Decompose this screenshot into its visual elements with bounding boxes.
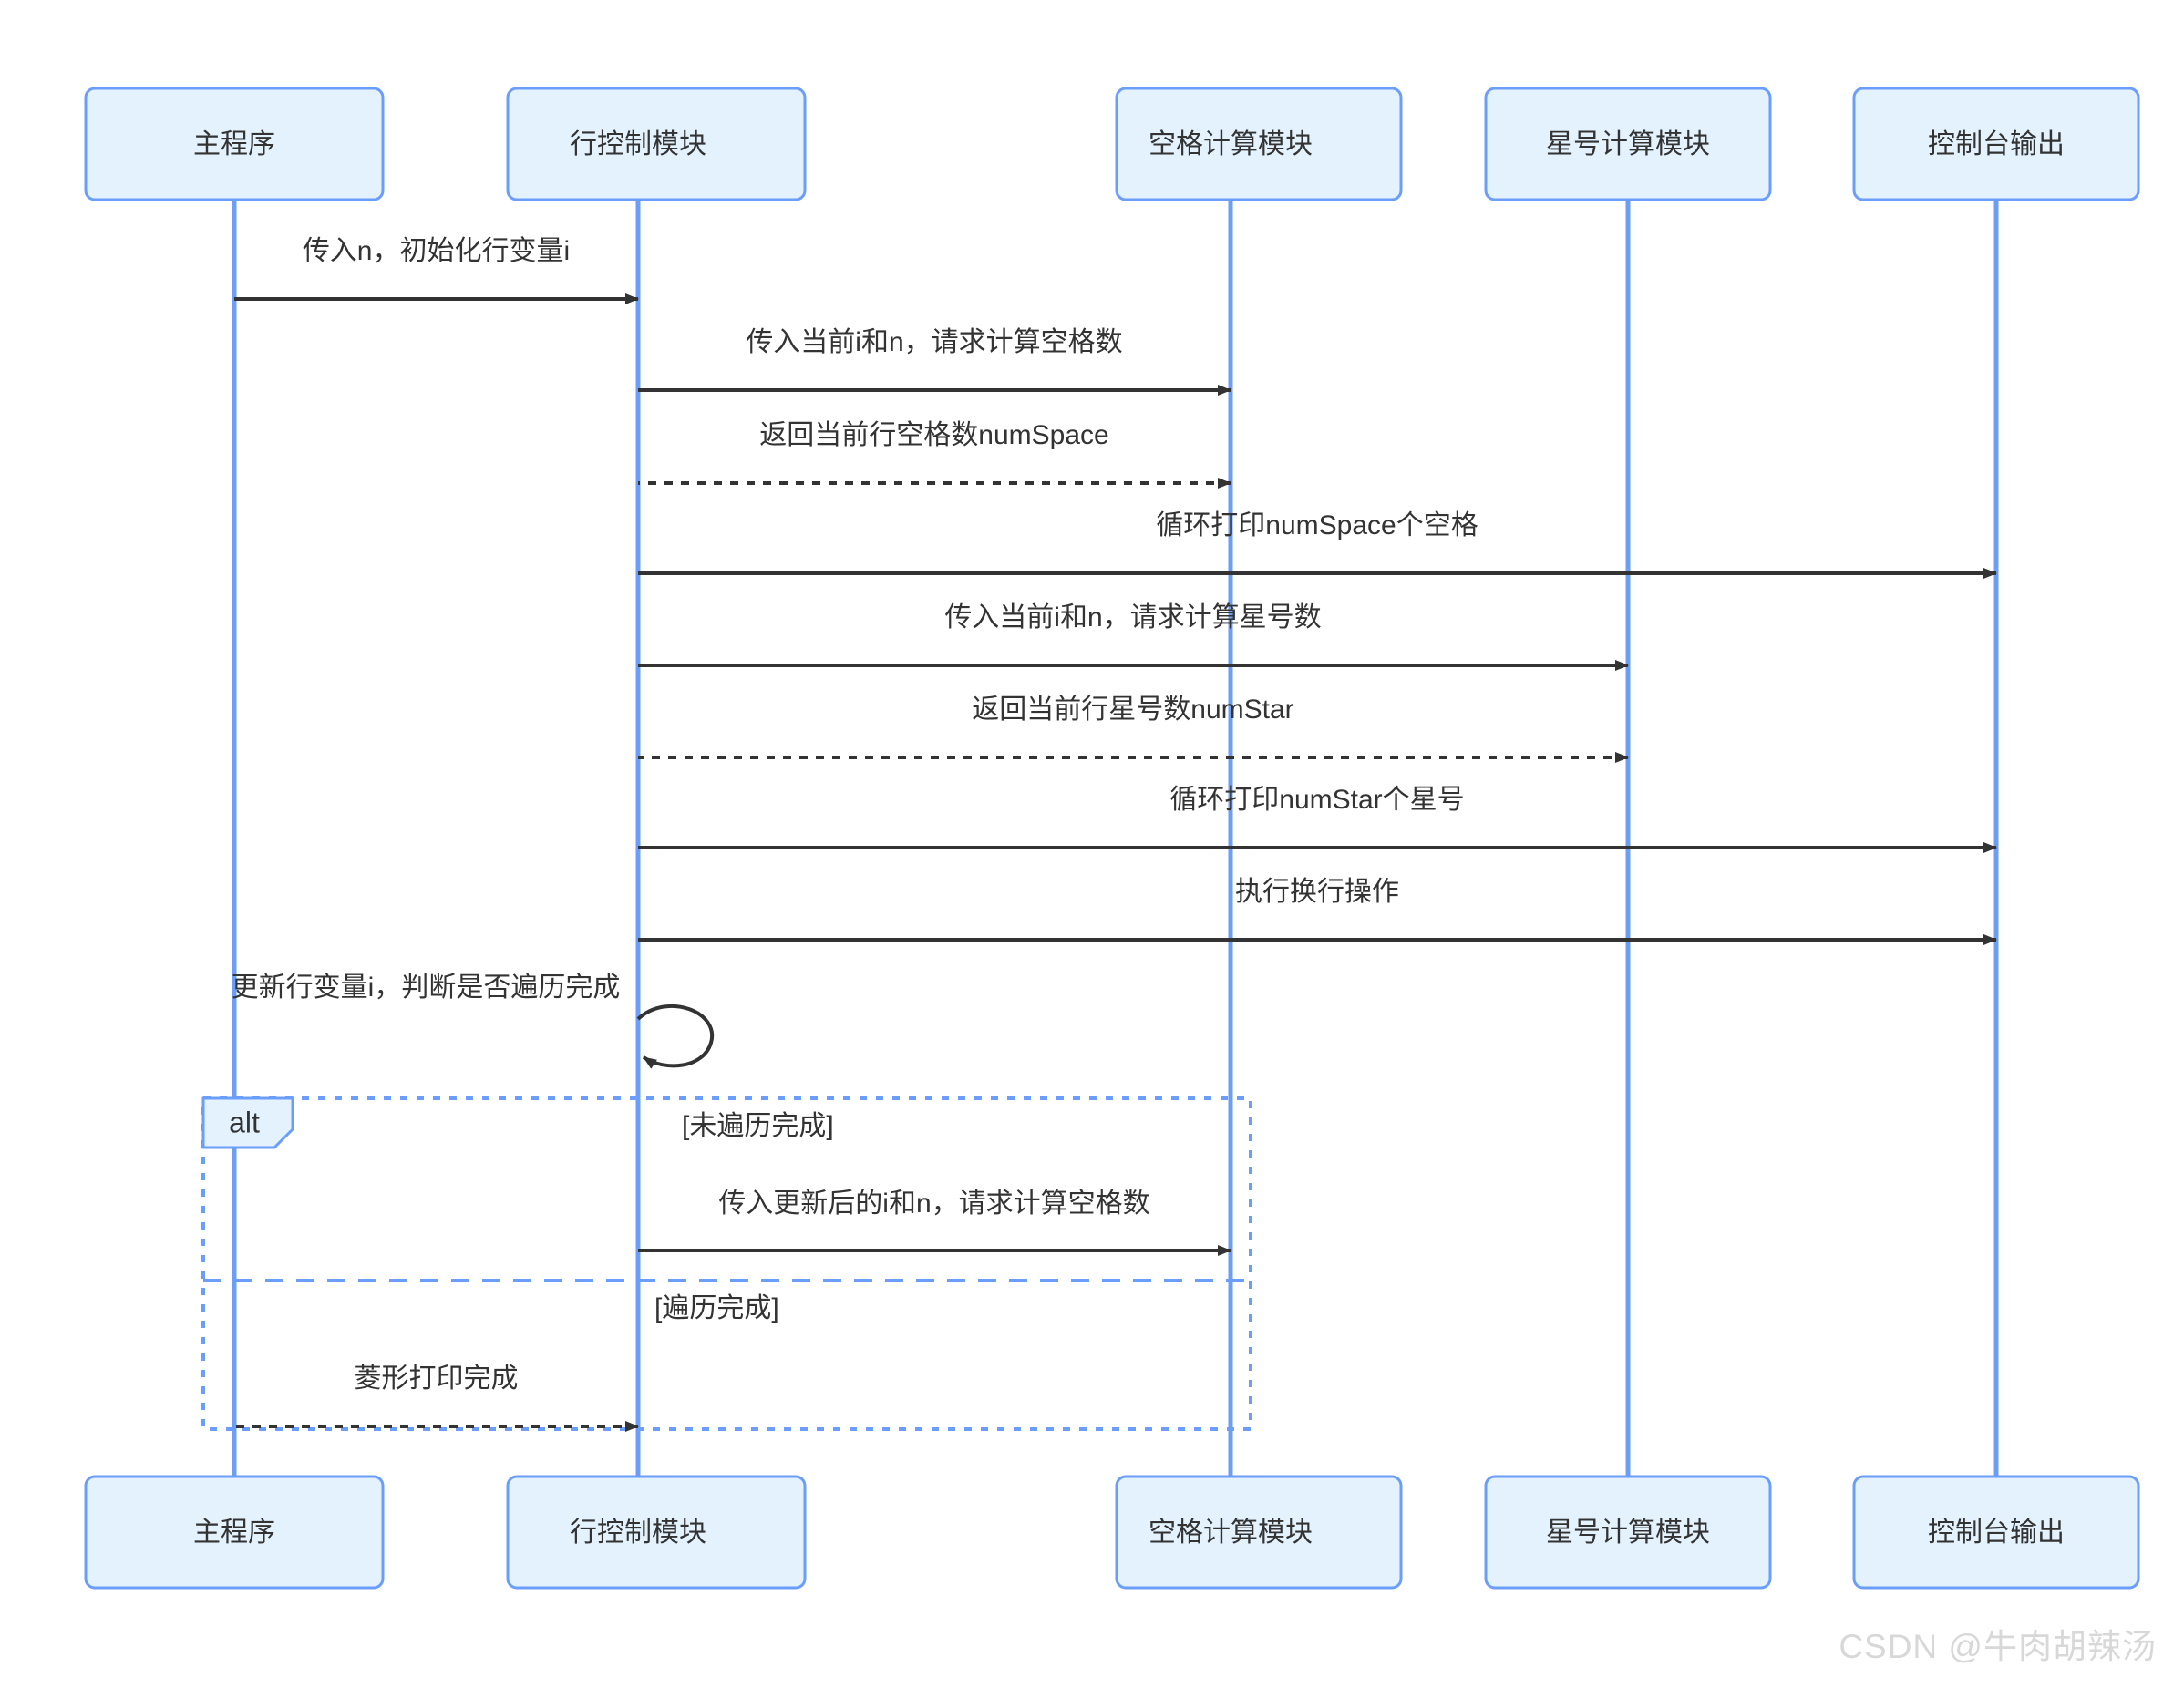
message-label: 传入n，初始化行变量i (303, 236, 570, 266)
self-message-loop (636, 1004, 715, 1069)
participant-box (1115, 87, 1403, 201)
participant-footer-main[interactable]: 主程序 (84, 1475, 385, 1590)
participant-box (84, 87, 385, 201)
participant-header-rowctl[interactable]: 行控制模块 (506, 87, 807, 201)
participant-footer-console[interactable]: 控制台输出 (1852, 1475, 2140, 1590)
participant-box (84, 1475, 385, 1590)
message-label: 返回当前行星号数numStar (972, 695, 1293, 725)
participant-label: 星号计算模块 (1546, 1518, 1710, 1548)
alt-fragment-group: alt [未遍历完成] 传入更新后的i和n，请求计算空格数 [遍历完成] 菱形打印完成 (201, 1096, 1252, 1432)
participant-box (506, 87, 807, 201)
message-m2: 传入当前i和n，请求计算空格数 (638, 327, 1231, 396)
participant-label: 星号计算模块 (1546, 129, 1710, 160)
participant-box (506, 1475, 807, 1590)
participant-header-console[interactable]: 控制台输出 (1852, 87, 2140, 201)
participant-label: 控制台输出 (1928, 1518, 2065, 1548)
participant-label: 主程序 (193, 1518, 275, 1548)
participant-header-space[interactable]: 空格计算模块 (1115, 87, 1403, 201)
participant-footers: 主程序 行控制模块 空格计算模块 星号计算模块 控制台输出 (84, 1475, 2140, 1590)
participant-box (1484, 1475, 1772, 1590)
alt-message-0: 传入更新后的i和n，请求计算空格数 (638, 1189, 1231, 1256)
participant-box (1484, 87, 1772, 201)
message-m1: 传入n，初始化行变量i (234, 236, 639, 304)
participant-label: 行控制模块 (570, 1518, 706, 1548)
message-label: 传入当前i和n，请求计算空格数 (746, 327, 1122, 357)
message-m6: 返回当前行星号数numStar (638, 695, 1629, 763)
participant-footer-space[interactable]: 空格计算模块 (1115, 1475, 1403, 1590)
alt-tag-shape (201, 1096, 294, 1149)
participant-label: 行控制模块 (570, 129, 706, 160)
message-m5: 传入当前i和n，请求计算星号数 (638, 602, 1629, 671)
message-label: 循环打印numSpace个空格 (1156, 510, 1478, 540)
lifelines-group (232, 200, 1999, 1477)
message-m8: 执行换行操作 (638, 877, 1997, 945)
participant-headers: 主程序 行控制模块 空格计算模块 星号计算模块 控制台输出 (84, 87, 2140, 201)
participant-footer-star[interactable]: 星号计算模块 (1484, 1475, 1772, 1590)
alt-tag-label: alt (229, 1106, 260, 1138)
alt-message-1: 菱形打印完成 (234, 1364, 639, 1432)
alt-message-label: 传入更新后的i和n，请求计算空格数 (718, 1189, 1149, 1219)
message-label: 返回当前行空格数numSpace (759, 420, 1108, 450)
message-m3: 返回当前行空格数numSpace (638, 420, 1231, 489)
message-label: 传入当前i和n，请求计算星号数 (944, 602, 1321, 633)
participant-footer-rowctl[interactable]: 行控制模块 (506, 1475, 807, 1590)
participant-box (1852, 87, 2140, 201)
alt-message-label: 菱形打印完成 (355, 1364, 519, 1394)
message-label: 执行换行操作 (1235, 877, 1399, 907)
self-message-group: 更新行变量i，判断是否遍历完成 (232, 973, 715, 1069)
participant-header-main[interactable]: 主程序 (84, 87, 385, 201)
participant-box (1115, 1475, 1403, 1590)
message-label: 循环打印numStar个星号 (1169, 785, 1464, 815)
participant-label: 主程序 (193, 129, 275, 160)
messages-group: 传入n，初始化行变量i 传入当前i和n，请求计算空格数返回当前行空格数numSpa… (234, 236, 1997, 945)
participant-label: 空格计算模块 (1149, 129, 1313, 160)
message-m4: 循环打印numSpace个空格 (638, 510, 1997, 579)
participant-box (1852, 1475, 2140, 1590)
self-message-label: 更新行变量i，判断是否遍历完成 (232, 973, 621, 1003)
alt-condition-label-0: [未遍历完成] (682, 1111, 834, 1141)
participant-label: 空格计算模块 (1149, 1518, 1313, 1548)
message-m7: 循环打印numStar个星号 (638, 785, 1997, 853)
participant-header-star[interactable]: 星号计算模块 (1484, 87, 1772, 201)
alt-condition-label-1: [遍历完成] (654, 1293, 779, 1323)
watermark-text: CSDN @牛肉胡辣汤 (1839, 1628, 2157, 1665)
participant-label: 控制台输出 (1928, 129, 2065, 160)
